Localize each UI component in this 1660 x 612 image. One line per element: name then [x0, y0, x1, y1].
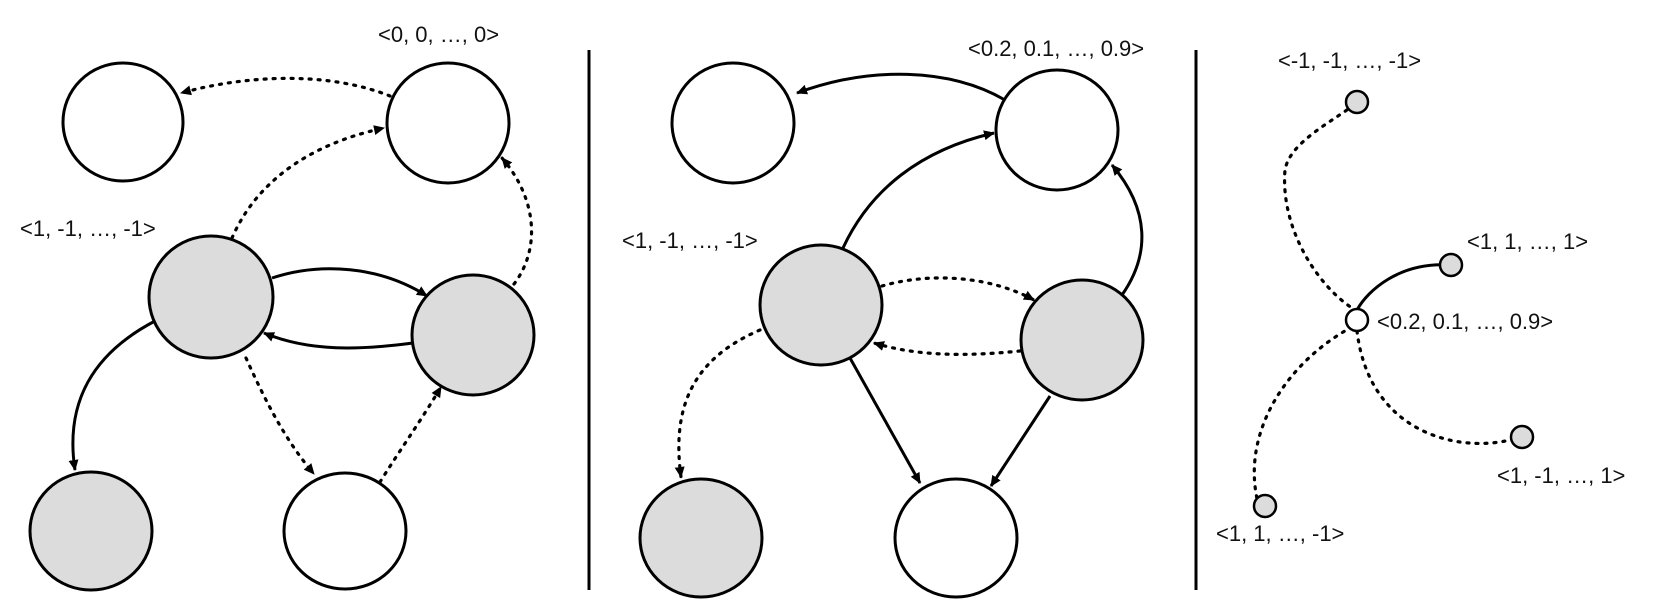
node-bottom-mid: [282, 471, 408, 591]
node-mid-right-shaded: [1019, 278, 1145, 402]
node-small-lower-left-shaded: [1252, 493, 1278, 519]
node-mid-right-shaded: [410, 273, 536, 397]
node-top-left: [61, 61, 185, 183]
label-right-top: <-1, -1, …, -1>: [1278, 48, 1421, 73]
edge-dotted-center-to-lower-left: [1252, 325, 1354, 505]
edge-dotted-ml-to-tr: [230, 125, 386, 240]
node-bottom-left-shaded: [28, 470, 154, 592]
edge-dotted-mr-to-ml: [872, 341, 1022, 356]
node-top-right: [385, 61, 511, 185]
node-bottom-mid: [893, 477, 1019, 599]
panel-right: <-1, -1, …, -1> <1, 1, …, 1> <0.2, 0.1, …: [1216, 48, 1625, 546]
label-right-center: <0.2, 0.1, …, 0.9>: [1377, 309, 1553, 334]
label-middle-top-right: <0.2, 0.1, …, 0.9>: [968, 36, 1144, 61]
edge-solid-mr-to-ml: [263, 331, 414, 350]
label-middle-mid-left: <1, -1, …, -1>: [622, 228, 758, 253]
edge-dotted-ml-to-bm: [244, 356, 316, 476]
label-right-lower-left: <1, 1, …, -1>: [1216, 521, 1344, 546]
edge-dotted-mr-to-tr: [500, 156, 534, 286]
node-bottom-left-shaded: [638, 477, 764, 599]
edge-solid-mr-to-bm: [989, 395, 1052, 487]
edge-dotted-ml-to-mr: [880, 276, 1036, 302]
edge-solid-ml-to-mr: [271, 267, 428, 298]
label-right-upper-right: <1, 1, …, 1>: [1467, 229, 1588, 254]
panel-middle: <0.2, 0.1, …, 0.9> <1, -1, …, -1>: [622, 36, 1145, 599]
node-mid-left-shaded: [758, 243, 884, 367]
node-small-top-shaded: [1344, 89, 1370, 115]
edge-solid-ml-to-tr: [841, 130, 995, 249]
label-left-mid-left: <1, -1, …, -1>: [20, 216, 156, 241]
panel-left: <0, 0, …, 0> <1, -1, …, -1>: [20, 22, 536, 592]
edge-dotted-ml-to-bl: [674, 328, 762, 479]
edge-dotted-bm-to-mr: [378, 385, 443, 484]
edge-solid-mr-to-tr: [1110, 164, 1144, 296]
node-top-left: [670, 61, 796, 185]
edge-solid-ml-to-bm: [848, 357, 922, 484]
node-mid-left-shaded: [147, 234, 275, 360]
node-small-upper-right-shaded: [1438, 252, 1464, 278]
edge-dotted-center-to-top: [1283, 100, 1359, 313]
edge-solid-ml-to-bl: [68, 319, 156, 471]
edge-dotted-tr-to-tl: [179, 76, 392, 98]
edge-solid-tr-to-tl: [796, 72, 1006, 102]
node-small-center-open: [1344, 307, 1370, 333]
edge-solid-center-to-upper-right: [1355, 263, 1450, 311]
node-top-right: [994, 68, 1120, 192]
label-left-top-right: <0, 0, …, 0>: [378, 22, 499, 47]
edge-dotted-center-to-lower-right: [1355, 329, 1522, 446]
label-right-lower-right: <1, -1, …, 1>: [1497, 463, 1625, 488]
node-small-lower-right-shaded: [1509, 424, 1535, 450]
